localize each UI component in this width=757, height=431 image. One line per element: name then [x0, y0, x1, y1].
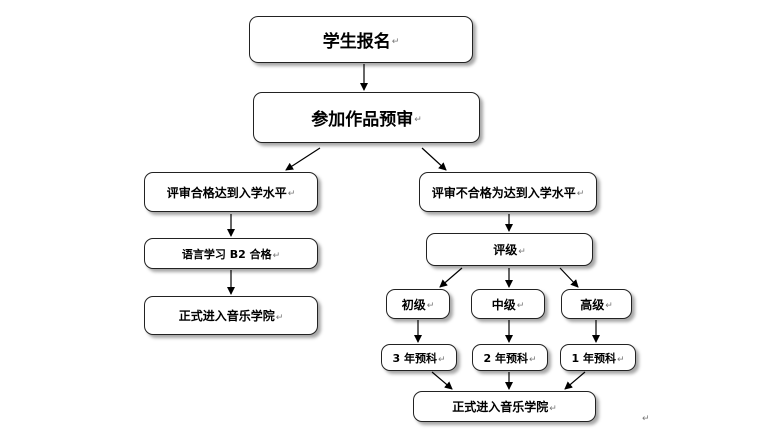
paragraph-mark-icon: ↵ — [426, 301, 435, 311]
node-formal-admission-left-label: 正式进入音乐学院 — [178, 309, 275, 323]
node-formal-admission-left: 正式进入音乐学院↵ — [144, 296, 318, 335]
node-level-intermediate: 中级↵ — [471, 289, 545, 319]
node-language-b2: 语言学习 B2 合格↵ — [144, 238, 318, 269]
node-formal-admission-bottom: 正式进入音乐学院↵ — [413, 391, 596, 422]
paragraph-mark-icon: ↵ — [414, 114, 422, 125]
node-prep-3yr-label: 3 年预科 — [392, 351, 437, 365]
node-review-fail-label: 评审不合格为达到入学水平 — [431, 185, 576, 200]
paragraph-mark-icon: ↵ — [518, 246, 526, 257]
paragraph-mark-icon: ↵ — [549, 403, 557, 414]
node-level-intermediate-label: 中级 — [491, 297, 516, 312]
paragraph-mark-icon: ↵ — [616, 354, 625, 365]
node-prep-2yr-label: 2 年预科 — [483, 351, 528, 365]
arrow-3yr-to-admission — [431, 371, 453, 390]
paragraph-mark-icon: ↵ — [516, 301, 525, 311]
node-level-beginner: 初级↵ — [386, 289, 450, 319]
node-review-pass-label: 评审合格达到入学水平 — [166, 185, 287, 200]
node-registration: 学生报名↵ — [249, 16, 473, 63]
paragraph-mark-icon: ↵ — [605, 301, 613, 311]
paragraph-mark-icon: ↵ — [287, 189, 296, 199]
node-review-fail: 评审不合格为达到入学水平↵ — [419, 172, 597, 212]
paragraph-mark-icon: ↵ — [576, 189, 585, 199]
node-prep-2yr: 2 年预科↵ — [472, 344, 548, 371]
node-preliminary-review: 参加作品预审↵ — [253, 92, 480, 143]
arrow-grading-to-beginner — [439, 267, 463, 288]
node-grading: 评级↵ — [426, 233, 593, 266]
arrow-review-to-fail — [421, 147, 447, 171]
arrow-grading-to-advanced — [559, 267, 579, 288]
paragraph-mark-icon: ↵ — [391, 36, 400, 47]
node-prep-3yr: 3 年预科↵ — [381, 344, 457, 371]
node-prep-1yr: 1 年预科↵ — [560, 344, 636, 371]
node-level-beginner-label: 初级 — [401, 297, 426, 312]
arrow-1yr-to-admission — [564, 371, 586, 390]
node-level-advanced-label: 高级 — [580, 297, 605, 312]
node-grading-label: 评级 — [493, 243, 518, 257]
trailing-paragraph-mark-icon: ↵ — [642, 414, 650, 424]
node-formal-admission-bottom-label: 正式进入音乐学院 — [452, 400, 549, 414]
node-prep-1yr-label: 1 年预科 — [571, 351, 616, 365]
paragraph-mark-icon: ↵ — [528, 354, 537, 365]
node-preliminary-review-label: 参加作品预审 — [311, 110, 414, 130]
node-review-pass: 评审合格达到入学水平↵ — [144, 172, 318, 212]
node-level-advanced: 高级↵ — [561, 289, 632, 319]
node-registration-label: 学生报名 — [322, 32, 391, 52]
paragraph-mark-icon: ↵ — [272, 250, 281, 261]
node-language-b2-label: 语言学习 B2 合格 — [181, 247, 272, 261]
arrow-review-to-pass — [285, 147, 321, 171]
paragraph-mark-icon: ↵ — [275, 312, 284, 323]
paragraph-mark-icon: ↵ — [437, 354, 446, 365]
